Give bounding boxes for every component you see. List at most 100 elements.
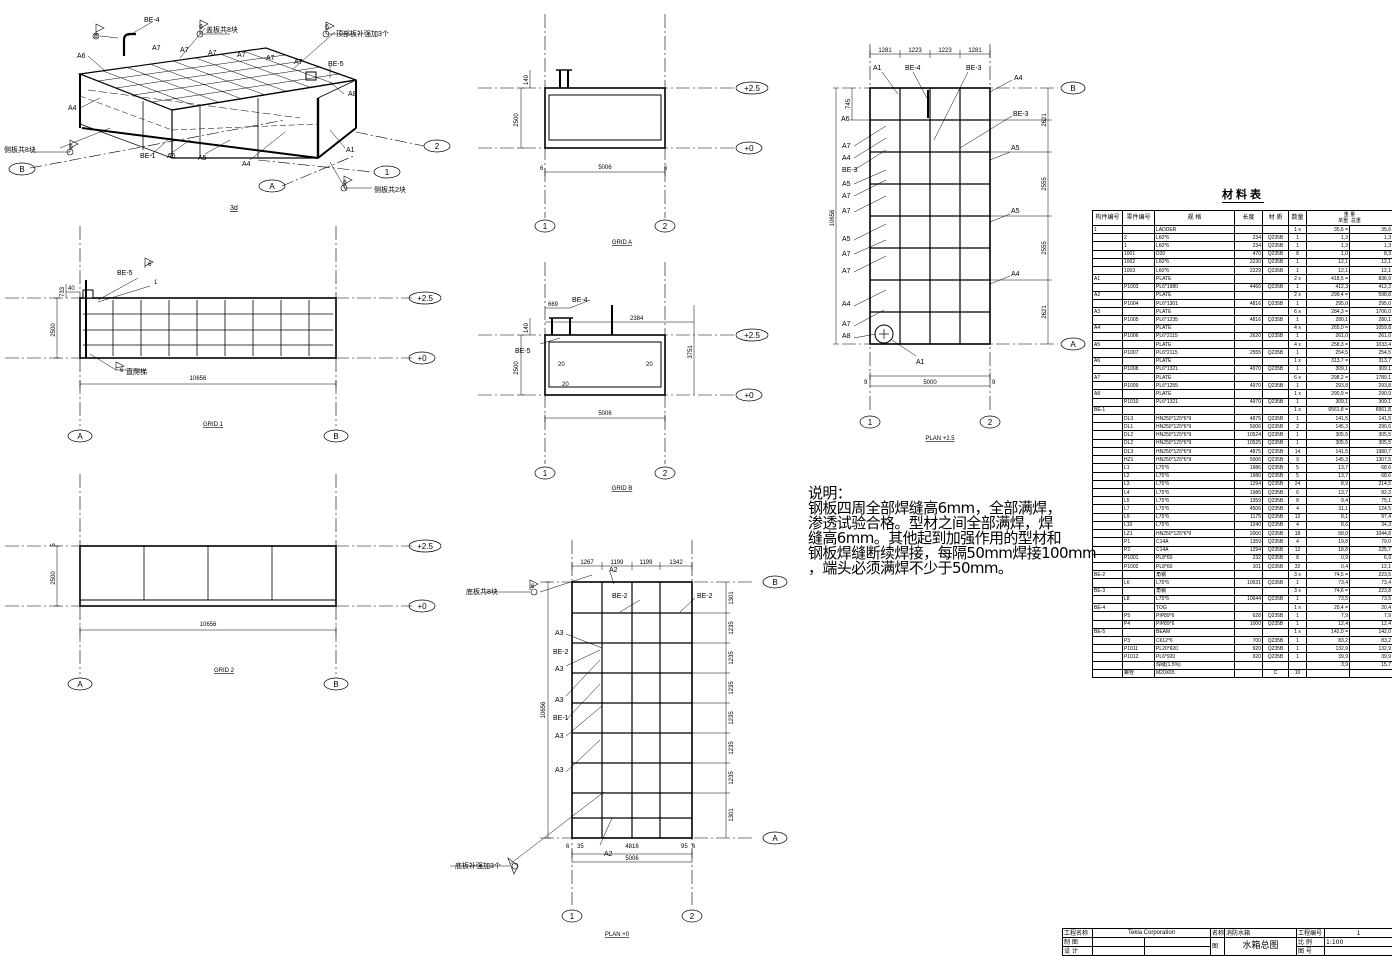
table-cell <box>1092 553 1123 563</box>
svg-text:A5: A5 <box>842 236 851 243</box>
table-cell: L3 <box>1122 479 1155 490</box>
svg-text:6: 6 <box>540 166 544 172</box>
table-cell: 34,3 <box>1349 520 1392 531</box>
table-cell: 1294 <box>1234 545 1263 555</box>
table-cell: 1359 <box>1234 496 1263 506</box>
table-cell: 20,4 <box>1349 603 1392 613</box>
plan0-markers: B A 1 2 <box>561 575 788 923</box>
svg-text:1223: 1223 <box>908 48 922 54</box>
table-cell <box>1092 487 1123 498</box>
col-spec: 规 格 <box>1154 210 1235 226</box>
svg-text:1: 1 <box>385 168 390 177</box>
table-cell <box>1092 471 1123 481</box>
table-cell: 141,5 <box>1306 446 1350 457</box>
svg-text:A2: A2 <box>609 567 618 574</box>
table-cell: HN250*125*6*9 <box>1154 430 1235 440</box>
table-cell: PL8*60 <box>1154 553 1235 563</box>
table-cell: 12 <box>1288 545 1307 555</box>
table-cell: DL2 <box>1122 430 1155 440</box>
table-cell: BE-5 <box>1092 627 1123 637</box>
label-a7-4: A7 <box>237 52 246 59</box>
table-cell: 1 <box>1288 635 1307 646</box>
table-cell: P1007 <box>1122 348 1155 358</box>
table-cell: 4 x <box>1288 340 1307 350</box>
table-cell: HN250*125*6*9 <box>1154 438 1235 448</box>
svg-text:A4: A4 <box>842 301 851 308</box>
table-cell: 700 <box>1234 635 1263 646</box>
svg-text:A: A <box>1070 340 1076 349</box>
tb-drawing-title: 水箱总图 <box>1224 937 1297 956</box>
table-cell <box>1288 660 1307 670</box>
svg-text:A3: A3 <box>555 767 564 774</box>
svg-text:2500: 2500 <box>51 571 57 585</box>
table-cell: 73,5 <box>1349 594 1392 605</box>
notes-line-4: 钢板焊缝断续焊接，每隔50mm焊接100mm <box>808 544 1097 562</box>
svg-text:B: B <box>333 432 338 441</box>
svg-text:+0: +0 <box>744 391 754 400</box>
table-cell: A4 <box>1092 323 1123 333</box>
svg-text:GRID 1: GRID 1 <box>203 422 224 428</box>
table-cell: A1 <box>1092 274 1123 284</box>
table-cell: 1 <box>1288 644 1307 654</box>
table-cell: 293,8 <box>1306 381 1350 391</box>
table-cell <box>1234 274 1263 284</box>
svg-text:669: 669 <box>548 302 559 308</box>
label-a8: A8 <box>348 91 357 98</box>
table-cell: 232 <box>1234 553 1263 563</box>
grid1-markers: +2.5 +0 A B <box>67 291 442 443</box>
table-cell: 145,3 <box>1306 422 1350 432</box>
table-cell: PLATE <box>1154 290 1235 300</box>
svg-text:20: 20 <box>562 382 569 388</box>
table-cell: PL6*1980 <box>1154 282 1235 292</box>
table-cell: 1,3 <box>1349 233 1392 243</box>
table-cell: 4816 <box>1234 315 1263 325</box>
svg-text:6: 6 <box>148 262 152 268</box>
table-cell: 6561,8 <box>1349 405 1392 416</box>
plan25-markers: B A 1 2 <box>859 81 1086 429</box>
table-cell: Q235B <box>1262 397 1289 407</box>
svg-text:A4: A4 <box>842 155 851 162</box>
table-cell: A5 <box>1092 340 1123 350</box>
table-cell: 4 x <box>1288 323 1307 333</box>
table-cell: P3 <box>1122 635 1155 646</box>
label-be1: BE-1 <box>140 153 156 160</box>
svg-text:1: 1 <box>154 280 158 286</box>
svg-text:+2.5: +2.5 <box>417 542 433 551</box>
table-cell: 280,1 <box>1349 315 1392 325</box>
table-cell: 290,9 <box>1349 389 1392 399</box>
svg-text:2500: 2500 <box>514 361 520 375</box>
svg-text:A3: A3 <box>555 697 564 704</box>
table-cell: 309,1 <box>1349 397 1392 407</box>
svg-text:B: B <box>772 578 777 587</box>
table-cell: 2 <box>1288 422 1307 432</box>
table-cell <box>1234 307 1263 317</box>
svg-text:9: 9 <box>864 380 868 386</box>
table-cell: 2555 <box>1234 348 1263 358</box>
table-cell <box>1122 372 1155 383</box>
table-cell <box>1092 282 1123 292</box>
table-cell: 1 <box>1288 233 1307 243</box>
svg-text:A6: A6 <box>841 116 850 123</box>
table-cell: 4816 <box>1234 298 1263 309</box>
table-cell: 132,9 <box>1349 644 1392 654</box>
svg-text:GRID A: GRID A <box>612 240 632 246</box>
table-cell <box>1234 340 1263 350</box>
grid-a-markers: +2.5 +0 1 2 <box>534 81 769 233</box>
label-n6b: 6 <box>325 24 329 31</box>
table-cell: P1008 <box>1122 364 1155 374</box>
table-cell <box>1092 298 1123 309</box>
table-cell: 1,0 <box>1306 249 1350 259</box>
table-cell: LADDER <box>1154 224 1235 235</box>
table-cell: 5006 <box>1234 422 1263 432</box>
table-cell: 418,5 = <box>1306 274 1350 284</box>
view-plan0 <box>450 540 752 905</box>
box-top-face <box>77 47 357 111</box>
